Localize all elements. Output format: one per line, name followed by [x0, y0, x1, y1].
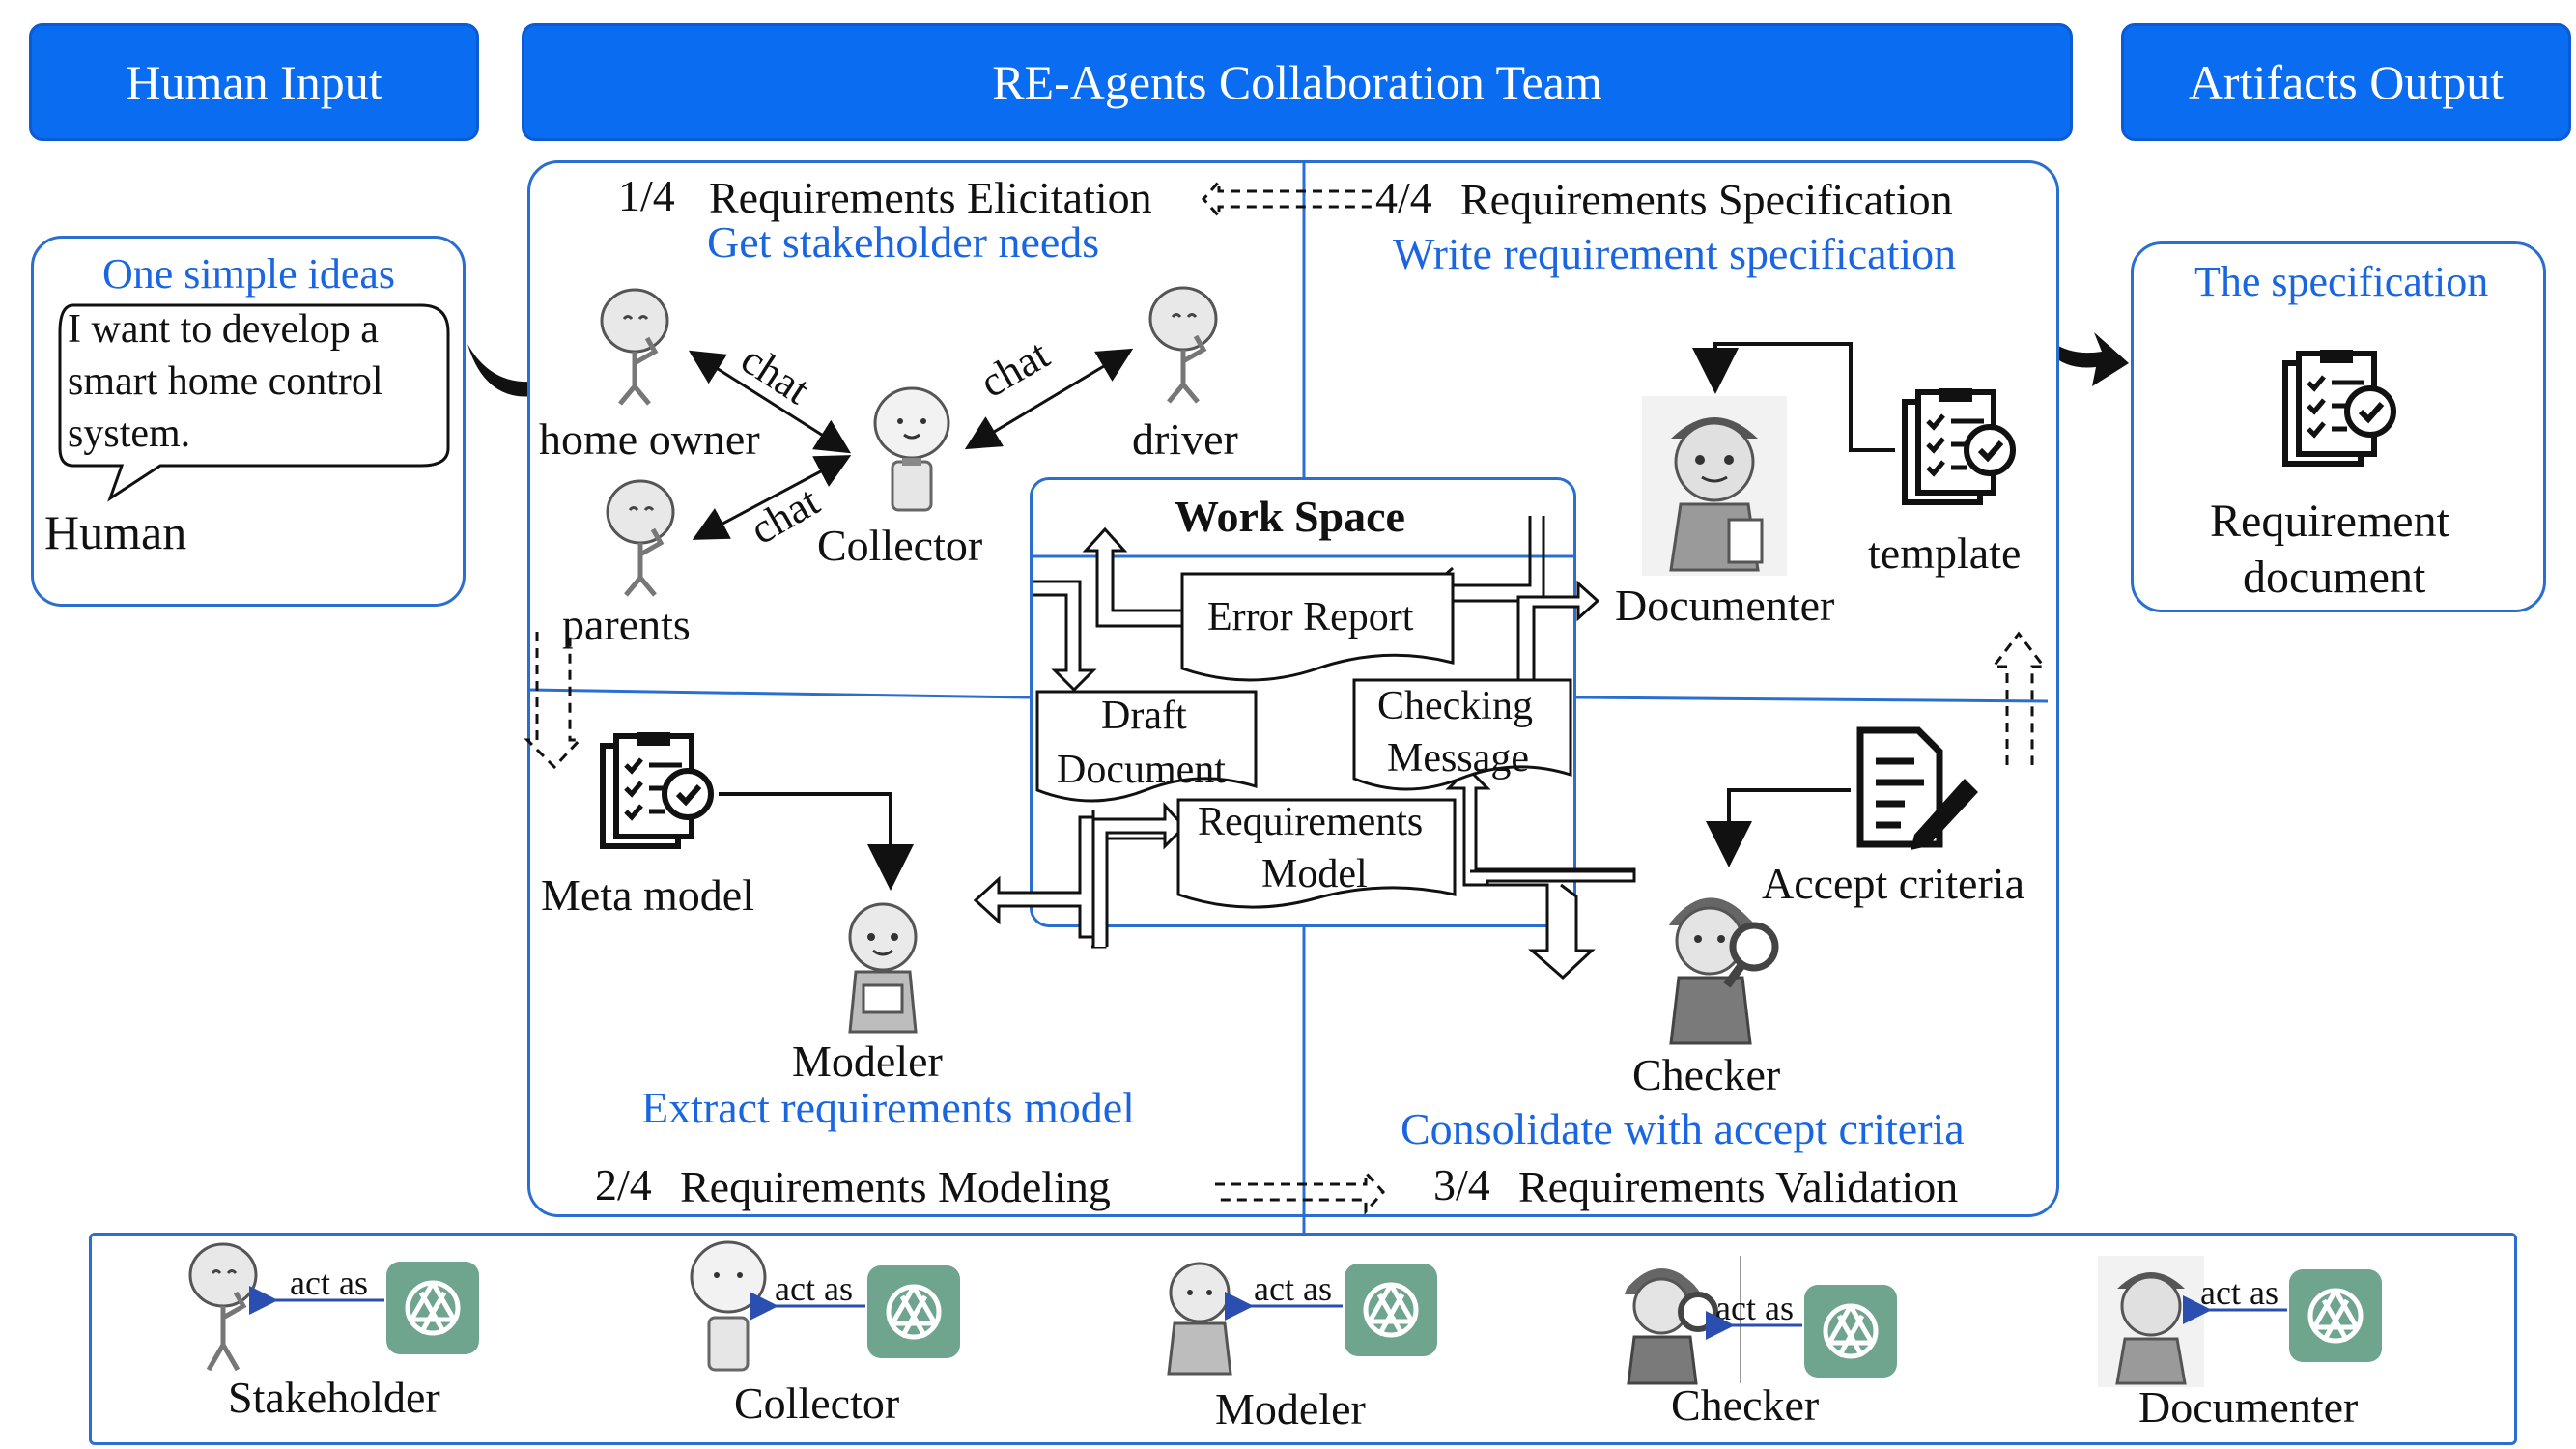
checker-role-label: Checker: [1671, 1380, 1820, 1430]
phase-modeling-name: Requirements Modeling: [680, 1162, 1111, 1211]
human-panel-title: One simple ideas: [102, 250, 396, 298]
documenter-avatar-icon: [1642, 396, 1787, 576]
stakeholder-avatar-icon: [188, 1242, 258, 1372]
parents-label: parents: [562, 600, 691, 649]
phase-spec-task: Write requirement specification: [1393, 229, 1957, 278]
error-report-doc: [1180, 572, 1455, 682]
stakeholder-gpt-icon: [386, 1262, 479, 1354]
parents-avatar-icon: [606, 479, 675, 597]
output-panel-title: The specification: [2194, 258, 2489, 305]
draft-document-doc: [1035, 690, 1258, 803]
phase-elicitation-name: Requirements Elicitation: [709, 173, 1152, 222]
modeler-role-label: Modeler: [1215, 1384, 1366, 1434]
model-line-2: Model: [1261, 852, 1368, 896]
output-doc-line-2: document: [2243, 552, 2426, 603]
header-human-input-label: Human Input: [126, 55, 382, 109]
human-label: Human: [44, 505, 187, 559]
draft-line-2: Document: [1057, 748, 1226, 792]
output-arrow-icon: [2028, 315, 2129, 386]
documenter-role-label: Documenter: [2138, 1382, 2359, 1432]
stakeholder-label: Stakeholder: [228, 1373, 440, 1422]
checker-divider: [1740, 1256, 1741, 1383]
phase-validation-task: Consolidate with accept criteria: [1401, 1104, 1965, 1153]
speech-line-1: I want to develop a: [68, 307, 379, 352]
checker-label: Checker: [1632, 1050, 1781, 1099]
phase-elicitation-task: Get stakeholder needs: [707, 217, 1100, 267]
template-icon: [1902, 388, 2016, 505]
workspace-title: Work Space: [1175, 492, 1405, 541]
driver-avatar-icon: [1148, 286, 1218, 404]
collector-avatar-icon: [873, 386, 950, 512]
phase-validation-step: 3/4: [1433, 1160, 1490, 1209]
checking-line-2: Message: [1387, 736, 1529, 781]
documenter-act-as: act as: [2200, 1273, 2279, 1312]
stakeholder-act-as: act as: [290, 1264, 368, 1302]
header-team-label: RE-Agents Collaboration Team: [992, 55, 1602, 109]
home-owner-avatar-icon: [600, 288, 669, 406]
output-doc-line-1: Requirement: [2210, 496, 2449, 547]
header-artifacts-output: Artifacts Output: [2121, 23, 2571, 141]
modeler-label: Modeler: [792, 1037, 943, 1086]
accept-criteria-label: Accept criteria: [1762, 859, 2024, 908]
documenter-label: Documenter: [1615, 581, 1835, 630]
phase-validation-name: Requirements Validation: [1518, 1162, 1959, 1211]
documenter-gpt-icon: [2289, 1269, 2382, 1362]
template-label: template: [1868, 528, 2022, 578]
meta-model-label: Meta model: [541, 870, 754, 920]
meta-model-icon: [600, 732, 714, 849]
model-line-1: Requirements: [1198, 800, 1424, 844]
phase-modeling-step: 2/4: [595, 1160, 652, 1209]
speech-line-2: smart home control: [68, 359, 383, 404]
collector-act-as: act as: [775, 1269, 853, 1308]
header-human-input: Human Input: [29, 23, 479, 141]
header-team: RE-Agents Collaboration Team: [522, 23, 2073, 141]
phase-modeling-task: Extract requirements model: [641, 1083, 1135, 1132]
speech-line-3: system.: [68, 412, 191, 456]
checker-gpt-icon: [1804, 1285, 1897, 1378]
modeler-act-as: act as: [1254, 1269, 1332, 1308]
checker-avatar-icon: [1669, 897, 1779, 1045]
checking-line-1: Checking: [1377, 684, 1533, 728]
requirement-document-icon: [2282, 350, 2396, 467]
driver-label: driver: [1132, 414, 1238, 464]
collector-role-avatar-icon: [690, 1240, 767, 1372]
phase-spec-name: Requirements Specification: [1460, 175, 1953, 224]
collector-role-label: Collector: [734, 1378, 900, 1428]
checking-message-doc: [1352, 678, 1572, 791]
collector-gpt-icon: [867, 1265, 960, 1358]
phase-elicitation-step: 1/4: [618, 171, 675, 220]
modeler-gpt-icon: [1345, 1264, 1437, 1356]
accept-criteria-icon: [1856, 726, 1978, 850]
modeler-role-avatar-icon: [1167, 1262, 1232, 1376]
requirements-model-doc: [1176, 798, 1457, 909]
phase-spec-step: 4/4: [1375, 173, 1432, 222]
header-artifacts-output-label: Artifacts Output: [2188, 55, 2505, 109]
speech-bubble: [58, 303, 450, 502]
modeler-avatar-icon: [848, 902, 918, 1034]
error-report-label: Error Report: [1207, 595, 1414, 639]
draft-line-1: Draft: [1101, 694, 1187, 738]
